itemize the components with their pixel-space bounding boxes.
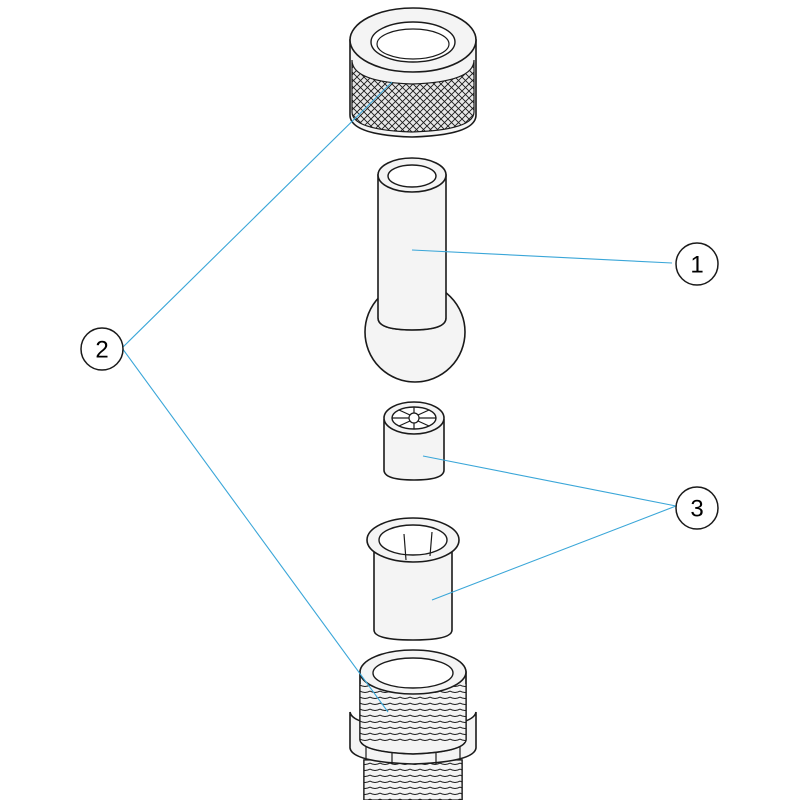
- leader-3-upper: [422, 455, 677, 507]
- callout-3-label: 3: [690, 496, 703, 523]
- leader-lines: [121, 81, 677, 713]
- callout-1: 1: [675, 242, 719, 286]
- knurled-cap-nut: [349, 7, 477, 138]
- callout-1-label: 1: [690, 252, 703, 279]
- callout-2-label: 2: [95, 337, 108, 364]
- ball-tube: [364, 157, 466, 383]
- threaded-body: [349, 649, 477, 800]
- leader-1: [411, 249, 673, 264]
- leader-2-top: [121, 81, 393, 349]
- flanged-sleeve: [366, 517, 460, 641]
- leader-3-lower: [431, 505, 677, 601]
- leader-2-bottom: [121, 347, 389, 713]
- callout-2: 2: [80, 327, 124, 371]
- spoked-insert: [383, 401, 445, 481]
- callout-3: 3: [675, 486, 719, 530]
